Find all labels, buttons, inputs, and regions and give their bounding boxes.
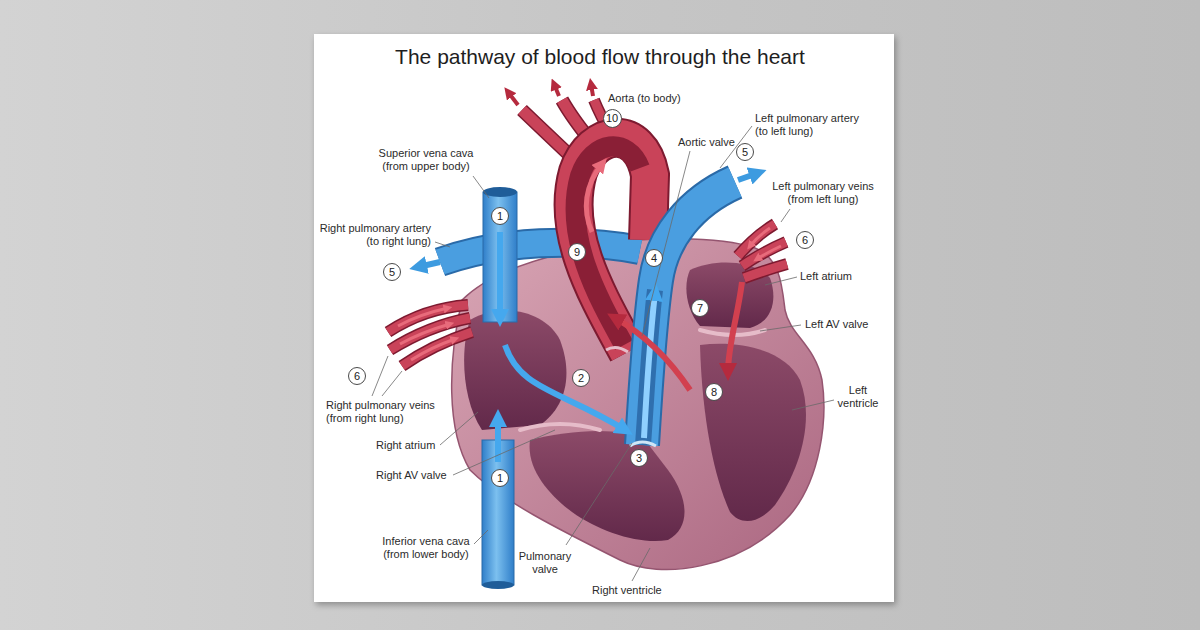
leader-line <box>792 400 834 410</box>
left-ventricle-chamber <box>700 344 806 521</box>
part-label: Aortic valve <box>678 136 735 149</box>
part-label: Right pulmonary artery (to right lung) <box>311 222 431 248</box>
leader-line <box>642 151 690 336</box>
callout-text: 4 <box>651 252 657 264</box>
leader-line <box>632 548 650 581</box>
callout-number: 10 <box>603 109 622 128</box>
part-label: Right AV valve <box>376 469 447 482</box>
leader-line <box>473 176 489 198</box>
pulmonary-valve <box>630 442 656 446</box>
leader-line <box>781 209 790 222</box>
flow-arrow <box>728 282 742 372</box>
callout-number: 7 <box>691 299 709 317</box>
pulmonary-trunk-lumen <box>643 290 655 445</box>
right-pulmonary-veins <box>388 305 472 366</box>
part-label: Superior vena cava (from upper body) <box>376 147 476 173</box>
leader-line <box>440 412 478 445</box>
callout-text: 5 <box>742 146 748 158</box>
flow-arrow <box>411 339 455 360</box>
part-label: Left AV valve <box>805 318 868 331</box>
callout-number: 8 <box>705 383 723 401</box>
leader-lines <box>372 126 834 581</box>
aortic-valve <box>606 347 628 352</box>
callout-number: 5 <box>383 263 401 281</box>
flow-arrow <box>591 84 593 96</box>
callout-number: 6 <box>796 231 814 249</box>
callout-number: 2 <box>572 369 590 387</box>
flow-arrow <box>400 324 450 344</box>
leader-line <box>372 356 388 396</box>
part-label: Left ventricle <box>834 384 882 410</box>
leader-line <box>474 530 488 544</box>
flow-arrow <box>418 262 440 267</box>
right-ventricle-chamber <box>530 431 685 541</box>
flow-arrow <box>644 292 655 438</box>
part-label: Left atrium <box>800 270 852 283</box>
leader-line <box>760 325 801 331</box>
flow-arrow <box>554 84 559 96</box>
callout-text: 3 <box>636 452 642 464</box>
callout-number: 3 <box>630 449 648 467</box>
part-label: Left pulmonary veins (from left lung) <box>768 180 878 206</box>
leader-line <box>435 242 450 247</box>
callout-text: 7 <box>697 302 703 314</box>
vessel-opening <box>482 581 514 589</box>
part-label: Aorta (to body) <box>608 92 681 105</box>
flow-arrow <box>398 308 448 326</box>
callout-text: 1 <box>497 210 503 222</box>
callout-number: 4 <box>645 249 663 267</box>
flow-arrow <box>505 345 625 430</box>
callout-number: 1 <box>491 469 509 487</box>
leader-line <box>765 277 797 285</box>
pulmonary-trunk <box>642 182 735 445</box>
flow-arrow <box>757 246 781 259</box>
flow-arrow <box>750 228 770 246</box>
right-pulmonary-artery-fill <box>440 243 640 262</box>
poster-sheet <box>314 34 894 602</box>
flow-arrow <box>586 164 602 232</box>
callout-text: 1 <box>497 472 503 484</box>
left-pulmonary-veins <box>738 224 787 278</box>
part-label: Right atrium <box>376 439 435 452</box>
diagram-title: The pathway of blood flow through the he… <box>0 44 1200 70</box>
aorta-lumen <box>576 146 640 345</box>
part-label: Right ventricle <box>592 584 662 597</box>
callout-text: 9 <box>574 246 580 258</box>
leader-line <box>453 430 555 475</box>
callout-number: 6 <box>348 367 366 385</box>
flow-arrow <box>738 173 758 180</box>
callout-number: 9 <box>568 243 586 261</box>
part-label: Right pulmonary veins (from right lung) <box>326 399 442 425</box>
leader-line <box>382 371 402 396</box>
callout-text: 6 <box>802 234 808 246</box>
callout-text: 2 <box>578 372 584 384</box>
flow-arrow <box>615 318 690 390</box>
flow-arrow <box>497 232 503 318</box>
right-pulmonary-artery <box>440 243 640 262</box>
callout-text: 6 <box>354 370 360 382</box>
callout-text: 8 <box>711 386 717 398</box>
part-label: Inferior vena cava (from lower body) <box>376 535 476 561</box>
leader-line <box>566 443 632 545</box>
superior-vena-cava <box>483 192 517 322</box>
right-atrium-chamber <box>464 310 566 430</box>
part-label: Left pulmonary artery (to left lung) <box>755 112 867 138</box>
pulmonary-trunk-fill <box>642 182 735 445</box>
callout-number: 1 <box>491 207 509 225</box>
part-label: Pulmonary valve <box>515 550 575 576</box>
callout-text: 10 <box>606 112 618 124</box>
vein <box>744 264 787 278</box>
callout-text: 5 <box>389 266 395 278</box>
callout-number: 5 <box>736 143 754 161</box>
right-av-valve <box>520 424 600 430</box>
vein <box>744 264 787 278</box>
vessel-opening <box>483 187 517 197</box>
flow-arrow <box>508 92 518 105</box>
